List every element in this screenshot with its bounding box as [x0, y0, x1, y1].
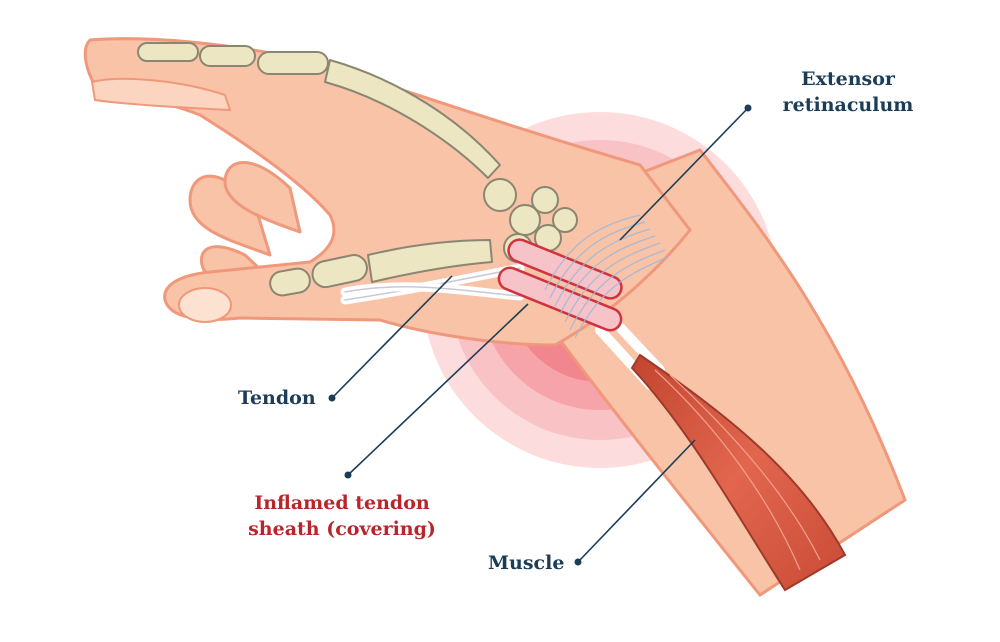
forearm-muscle: [630, 353, 847, 592]
retinaculum-band: [544, 214, 669, 339]
label-sheath-line-2: sheath (covering): [248, 518, 436, 540]
leader-lines: [331, 107, 749, 563]
label-extensor-line-2: retinaculum: [782, 94, 914, 116]
label-inflamed-sheath: Inflamed tendon sheath (covering): [232, 490, 452, 542]
hand-bones: [137, 42, 578, 297]
label-tendon: Tendon: [238, 387, 316, 409]
label-sheath-line-1: Inflamed tendon: [254, 492, 430, 514]
label-muscle: Muscle: [488, 552, 565, 574]
leader-line-muscle: [577, 439, 696, 563]
label-extensor-retinaculum: Extensor retinaculum: [768, 66, 928, 118]
leader-line-tendon: [331, 275, 453, 399]
leader-dots: [328, 104, 752, 566]
leader-line-retinaculum: [619, 107, 749, 241]
label-extensor-line-1: Extensor: [801, 68, 895, 90]
leader-line-sheath: [347, 303, 529, 476]
